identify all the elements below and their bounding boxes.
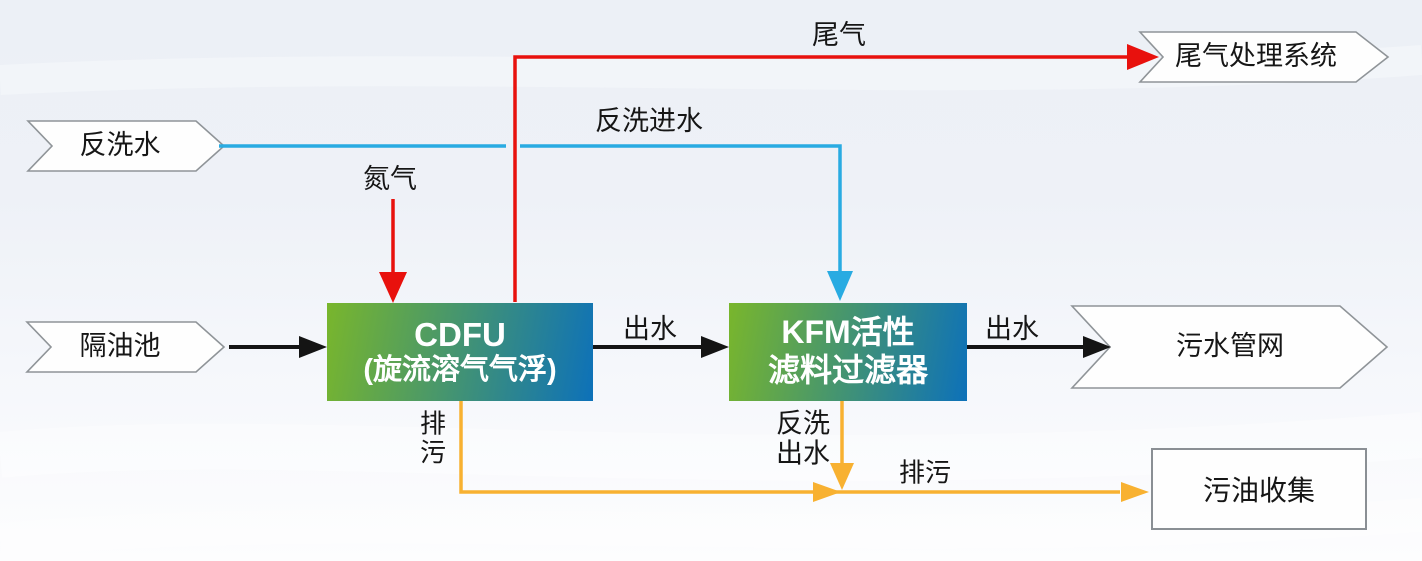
blowdown-to-collection-label: 排污: [898, 458, 952, 488]
backwash-inlet-arrow: [219, 144, 853, 301]
kfm-backwash-outlet-arrow: [830, 401, 854, 490]
backwash-water-shape: [26, 120, 226, 172]
tail-gas-system-shape: [1138, 31, 1390, 83]
tail-gas-label: 尾气: [812, 20, 866, 51]
kfm-title-line2: 滤料过滤器: [767, 352, 928, 388]
kfm-outlet-label: 出水: [985, 314, 1039, 345]
cdfu-outlet-label: 出水: [623, 314, 677, 345]
cdfu-box: CDFU (旋流溶气气浮): [327, 303, 593, 401]
tail-gas-system-label: 尾气处理系统: [1175, 41, 1337, 72]
kfm-title-line1: KFM活性: [781, 314, 915, 351]
nitrogen-label: 氮气: [363, 164, 417, 195]
oil-separator-shape: [25, 321, 226, 373]
cdfu-title: CDFU: [414, 315, 506, 353]
nitrogen-arrow: [379, 199, 407, 303]
oil-separator-label: 隔油池: [79, 331, 161, 362]
tail-gas-arrow: [513, 44, 1159, 302]
cdfu-subtitle: (旋流溶气气浮): [363, 353, 557, 386]
oil-collection-label: 污油收集: [1202, 476, 1315, 507]
sewage-network-label: 污水管网: [1176, 331, 1284, 362]
cdfu-blowdown-arrow: [459, 401, 1120, 502]
oil-collection-box: 污油收集: [1151, 448, 1367, 530]
cdfu-blowdown-label: 排污: [419, 409, 446, 467]
blowdown-to-collection-arrow: [1121, 482, 1149, 502]
cdfu-outlet-arrow: [593, 336, 729, 358]
oil-separator-to-cdfu-arrow: [229, 336, 327, 358]
kfm-outlet-arrow: [967, 336, 1111, 358]
kfm-backwash-outlet-label: 反洗出水: [776, 408, 830, 468]
backwash-water-label: 反洗水: [79, 130, 161, 161]
backwash-inlet-label: 反洗进水: [595, 106, 703, 137]
kfm-box: KFM活性 滤料过滤器: [729, 303, 967, 401]
